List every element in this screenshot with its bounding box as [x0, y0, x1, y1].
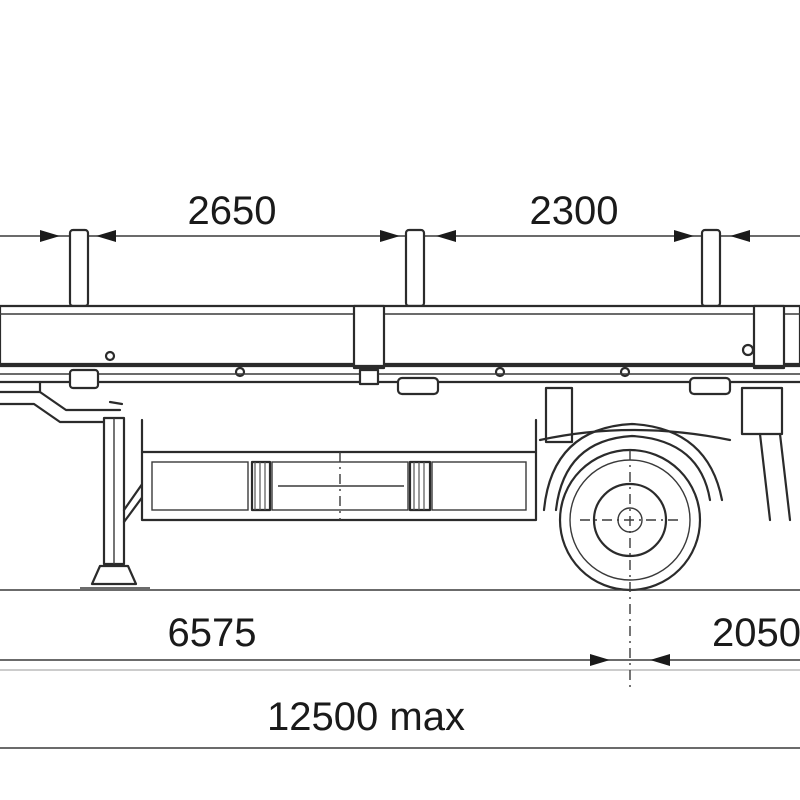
suspension [538, 386, 792, 522]
top-dimension-line [0, 230, 800, 242]
dim-label-6575: 6575 [168, 611, 257, 655]
stake-posts [68, 228, 722, 308]
landing-gear [80, 400, 154, 589]
front-frame [0, 380, 122, 424]
dim-label-overall: 12500 max [267, 695, 465, 739]
cargo-platform [0, 304, 800, 396]
dim-label-2050: 2050 [712, 611, 800, 655]
bottom-dimension-lines [0, 654, 800, 749]
dim-label-2300: 2300 [530, 189, 619, 233]
dim-label-2650: 2650 [188, 189, 277, 233]
side-toolbox [140, 418, 538, 522]
wheel [542, 422, 724, 690]
